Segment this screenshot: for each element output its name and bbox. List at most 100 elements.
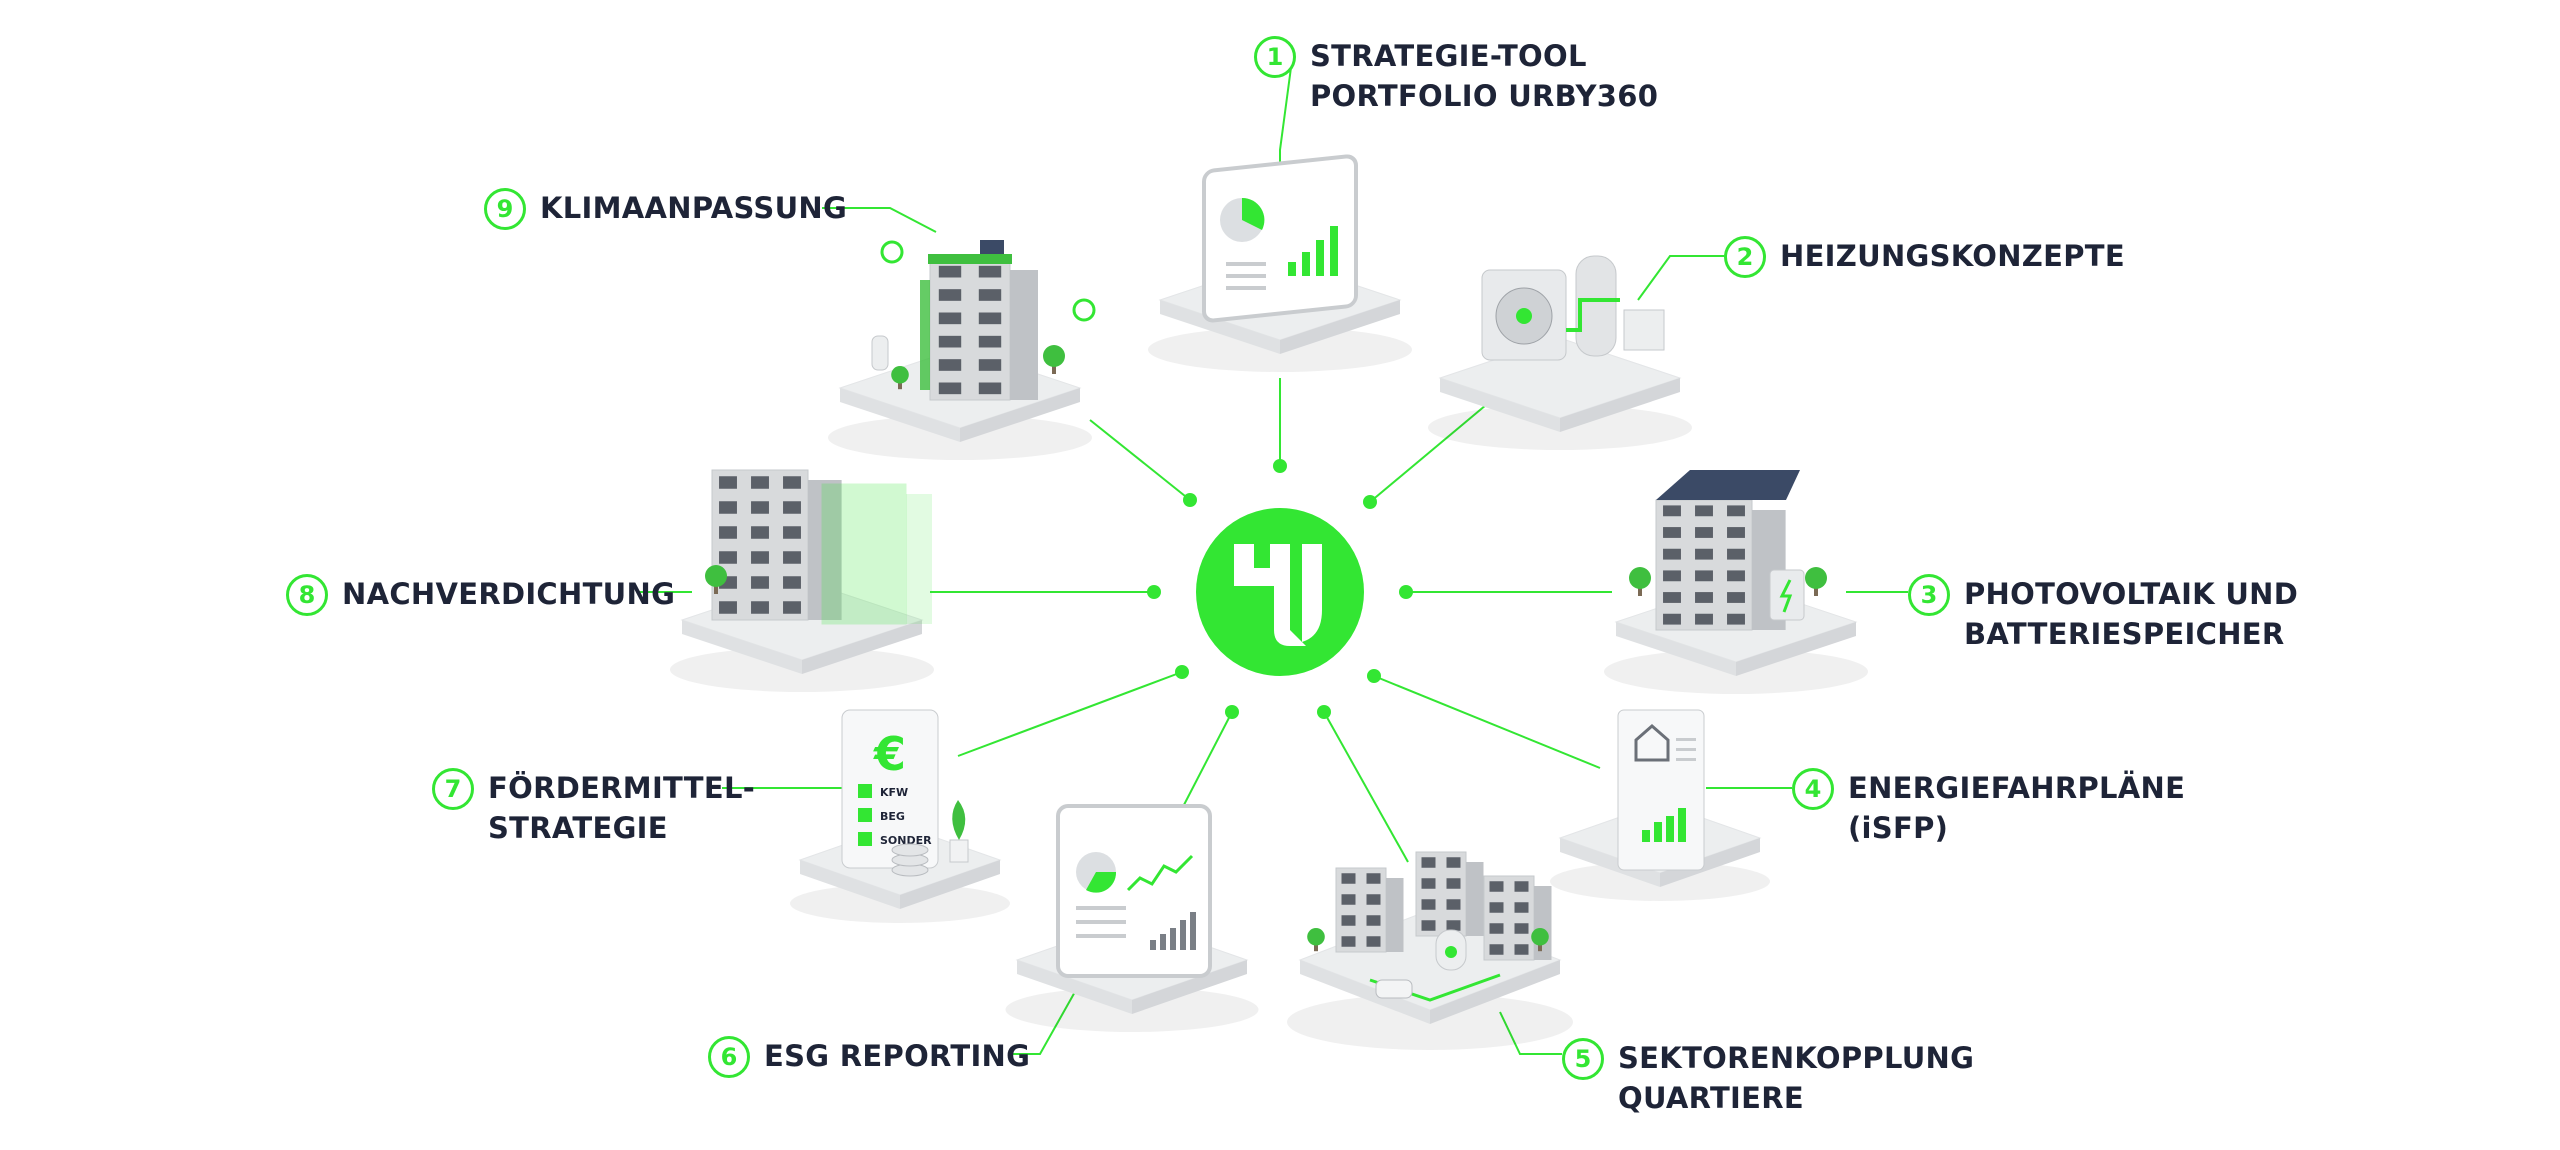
green-building-icon	[828, 240, 1096, 460]
logo-shape	[1302, 544, 1322, 642]
item-label: HEIZUNGSKONZEPTE	[1780, 236, 2125, 276]
tile-side	[682, 620, 802, 674]
bar	[1678, 808, 1686, 842]
item-label-line: PORTFOLIO URBY360	[1310, 79, 1659, 113]
tile-side	[1017, 960, 1132, 1014]
item-label-line: ENERGIEFAHRPLÄNE	[1848, 771, 2186, 805]
tile-side	[1560, 838, 1660, 887]
building-window	[1514, 881, 1529, 892]
building-window	[1341, 873, 1356, 884]
item-label: SEKTORENKOPPLUNG QUARTIERE	[1618, 1038, 1974, 1118]
building-window	[1727, 613, 1745, 625]
tile-side	[1560, 378, 1680, 432]
building-window	[1727, 505, 1745, 517]
tree-crown	[891, 366, 909, 384]
tile-side	[1736, 622, 1856, 676]
building-window	[938, 382, 962, 395]
bar	[1180, 920, 1186, 950]
tree-crown	[1307, 928, 1325, 946]
building-window	[978, 289, 1002, 301]
building-window	[1421, 857, 1436, 868]
item-number-badge: 4	[1792, 768, 1834, 810]
bar	[1330, 226, 1338, 276]
connector-dot	[1317, 705, 1331, 719]
building-window	[1695, 613, 1713, 625]
logo-shape	[1234, 544, 1306, 646]
building-window	[1514, 902, 1529, 913]
building-window	[938, 289, 962, 301]
euro-icon: €	[873, 727, 906, 781]
tablet-screen	[1056, 804, 1212, 978]
building-body	[1655, 499, 1753, 631]
item-label: FÖRDERMITTEL- STRATEGIE	[488, 768, 755, 848]
bar	[1654, 822, 1662, 842]
building-window	[938, 359, 962, 371]
fan-hub	[1516, 308, 1532, 324]
text-line	[1676, 758, 1696, 761]
building-window	[978, 382, 1002, 395]
building-window	[1489, 902, 1504, 913]
building-window	[978, 335, 1002, 348]
building-window	[1727, 592, 1745, 603]
building-window	[783, 501, 801, 514]
building-window	[719, 526, 737, 539]
item-label-line: PHOTOVOLTAIK UND	[1964, 577, 2299, 611]
item-number-badge: 2	[1724, 236, 1766, 278]
item-label-line: SEKTORENKOPPLUNG	[1618, 1041, 1975, 1075]
extension-side	[906, 494, 932, 624]
item-7: 7 FÖRDERMITTEL- STRATEGIE	[432, 768, 755, 848]
building-side	[808, 480, 842, 620]
tree-crown	[705, 565, 727, 587]
bar	[1666, 816, 1674, 842]
item-6: 6 ESG REPORTING	[708, 1036, 1030, 1078]
plant-leaf	[952, 800, 966, 840]
tile-side	[1660, 838, 1760, 887]
roof-solar-panel	[980, 240, 1004, 254]
bar	[1642, 830, 1650, 842]
item-label-line: ESG REPORTING	[764, 1039, 1031, 1073]
building-window	[783, 576, 801, 589]
item-8: 8 NACHVERDICHTUNG	[286, 574, 675, 616]
item-label: PHOTOVOLTAIK UND BATTERIESPEICHER	[1964, 574, 2298, 654]
bar	[1170, 928, 1176, 950]
electric-car	[1375, 979, 1413, 999]
connector-dot	[1363, 495, 1377, 509]
building-window	[1446, 857, 1461, 868]
building-window	[719, 551, 737, 564]
document-sheet	[841, 709, 939, 869]
item-label: KLIMAANPASSUNG	[540, 188, 847, 228]
building-window	[1341, 915, 1356, 926]
tree-crown	[1629, 567, 1651, 589]
sun-icon	[880, 240, 904, 264]
item-label-line: (iSFP)	[1848, 811, 1949, 845]
building-window	[1421, 878, 1436, 889]
bar	[1302, 252, 1310, 276]
item-label: ESG REPORTING	[764, 1036, 1030, 1076]
building-window	[783, 526, 801, 539]
plant-pot	[949, 839, 969, 863]
tree-crown	[1043, 345, 1065, 367]
tile-side	[800, 860, 900, 909]
urby-u-logo-icon	[1234, 544, 1322, 646]
building-window	[1727, 527, 1745, 538]
building-window	[1663, 570, 1681, 582]
item-label-line: KLIMAANPASSUNG	[540, 191, 848, 225]
bar	[1316, 240, 1324, 276]
storage-tank	[1575, 255, 1617, 357]
heat-pump-icon	[1428, 255, 1692, 450]
text-line	[1676, 738, 1696, 741]
text-line	[1076, 934, 1126, 938]
item-number-badge: 8	[286, 574, 328, 616]
item-3: 3 PHOTOVOLTAIK UND BATTERIESPEICHER	[1908, 574, 2298, 654]
building-window	[1727, 570, 1745, 582]
building-window	[1489, 923, 1504, 934]
connector-dot	[1183, 493, 1197, 507]
tile-side	[1440, 378, 1560, 432]
densification-building-icon	[670, 469, 934, 692]
item-label-line: HEIZUNGSKONZEPTE	[1780, 239, 2125, 273]
pie-slice	[1086, 872, 1117, 893]
tile-side	[1300, 960, 1430, 1024]
building-window	[1446, 899, 1461, 910]
label-leader-line	[1637, 255, 1724, 301]
